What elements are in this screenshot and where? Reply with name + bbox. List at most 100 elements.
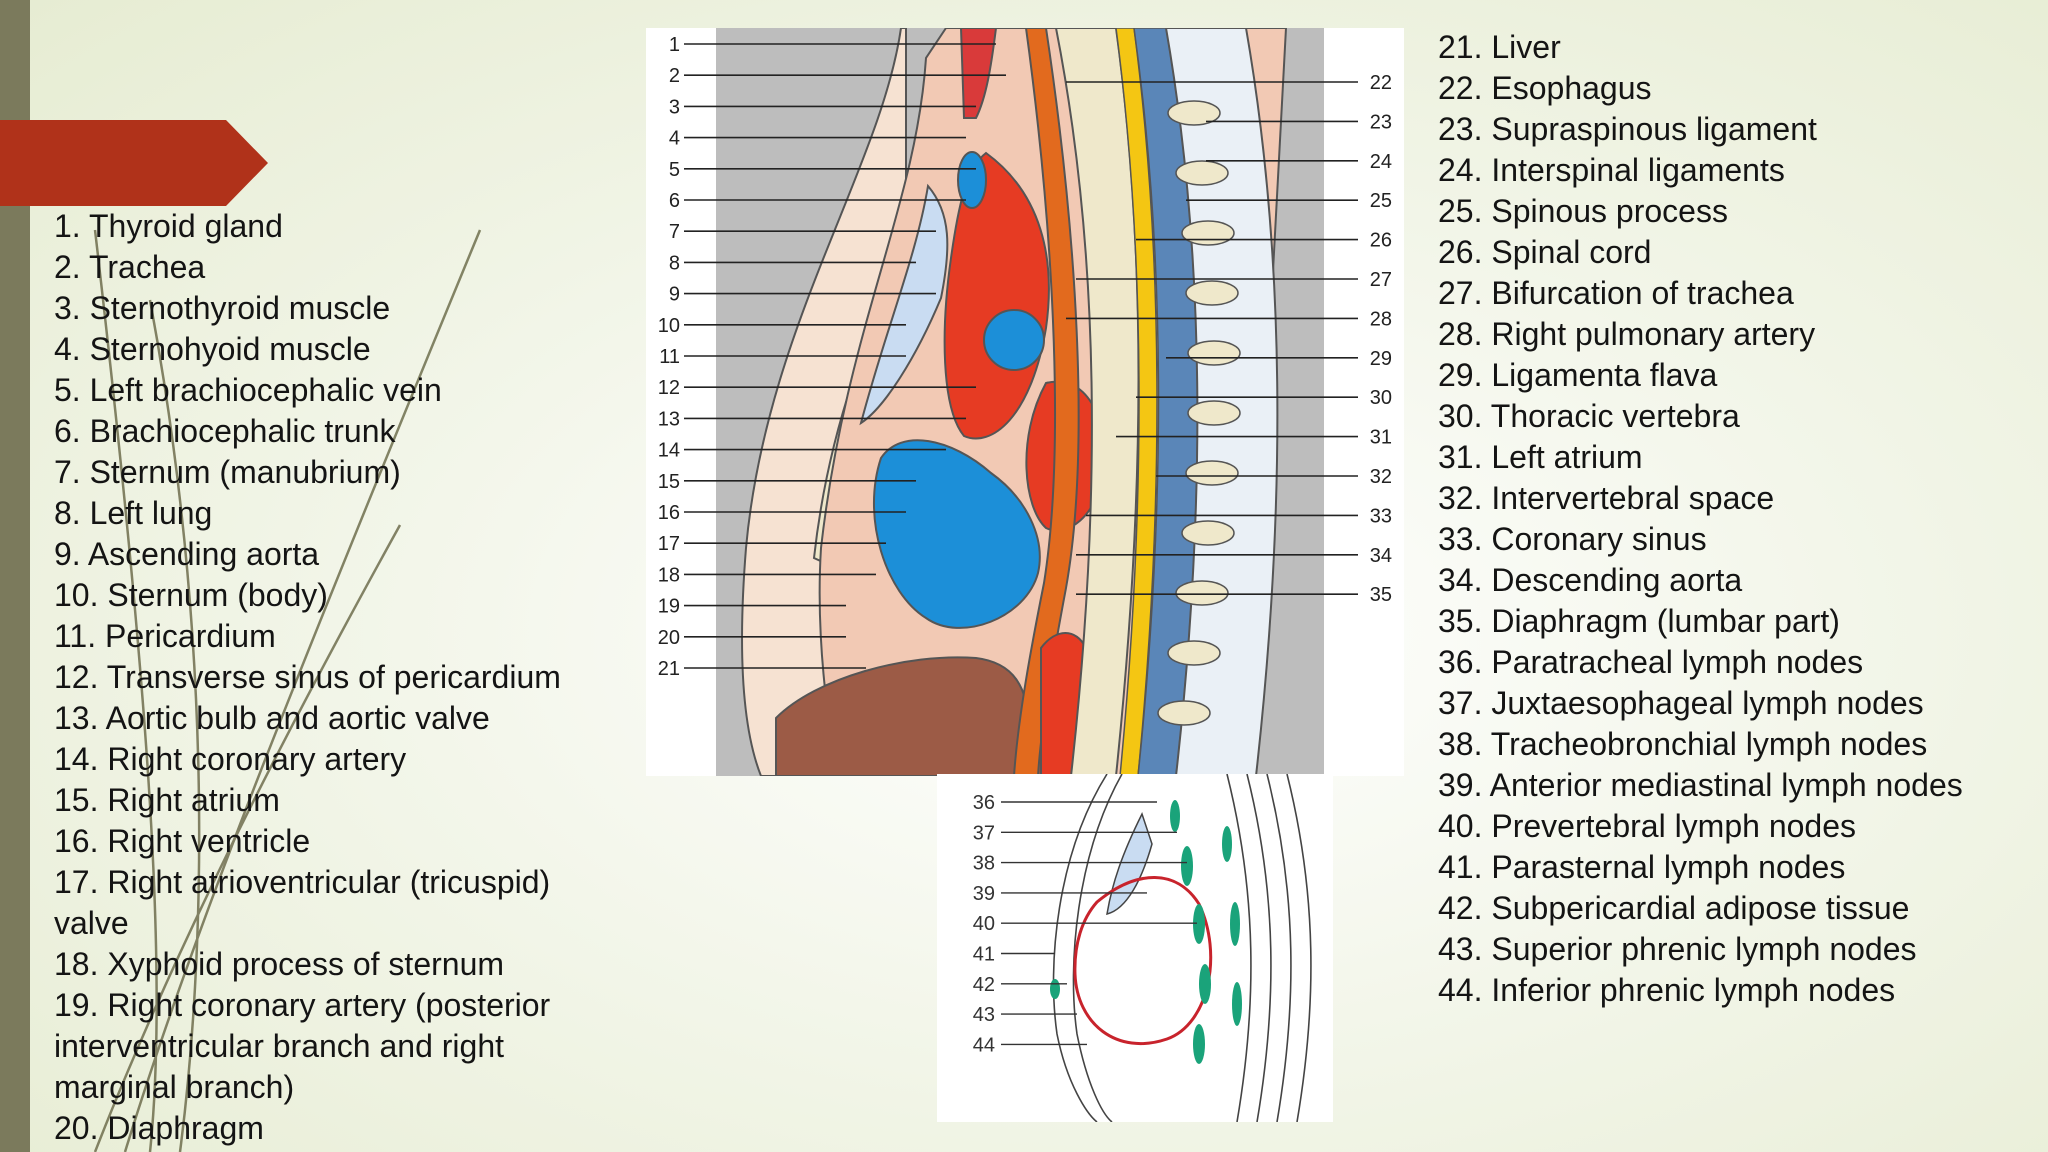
spinous-process <box>1185 460 1239 486</box>
legend-right-item: 40. Prevertebral lymph nodes <box>1438 808 1856 844</box>
legend-right-item: 29. Ligamenta flava <box>1438 357 1718 393</box>
inset-outline <box>1052 774 1108 1122</box>
legend-right-item: 39. Anterior mediastinal lymph nodes <box>1438 767 1963 803</box>
spinous-process <box>1187 340 1241 366</box>
spinous-process <box>1167 640 1221 666</box>
figure-label-number: 7 <box>669 221 680 243</box>
legend-right-item: 43. Superior phrenic lymph nodes <box>1438 931 1917 967</box>
figure-label-number: 34 <box>1370 545 1392 567</box>
figure-label-number: 38 <box>973 853 995 875</box>
legend-left-item: 10. Sternum (body) <box>54 577 328 613</box>
inset-pericardium <box>1073 876 1213 1045</box>
figure-label-number: 17 <box>658 533 680 555</box>
figure-label-number: 22 <box>1370 72 1392 94</box>
spinous-process <box>1157 700 1211 726</box>
legend-right-item: 32. Intervertebral space <box>1438 480 1775 516</box>
accent-arrow-shape <box>0 120 268 206</box>
figure-label-number: 37 <box>973 822 995 844</box>
legend-right-item: 31. Left atrium <box>1438 439 1643 475</box>
figure-label-number: 16 <box>658 502 680 524</box>
legend-right-item: 34. Descending aorta <box>1438 562 1743 598</box>
figure-label-number: 3 <box>669 96 680 118</box>
figure-label-number: 33 <box>1370 505 1392 527</box>
legend-left-item: 9. Ascending aorta <box>54 536 320 572</box>
legend-left-item: 12. Transverse sinus of pericardium <box>54 659 561 695</box>
legend-left-item: 20. Diaphragm <box>54 1110 264 1146</box>
lymph-node-chain <box>1193 904 1205 944</box>
legend-right-item: 27. Bifurcation of trachea <box>1438 275 1794 311</box>
figure-label-number: 32 <box>1370 466 1392 488</box>
esophagus-descending-aorta <box>1012 28 1080 776</box>
figure-label-number: 40 <box>973 913 995 935</box>
figure-label-number: 25 <box>1370 190 1392 212</box>
inset-vertebra-line <box>1246 774 1272 1122</box>
figure-label-number: 13 <box>658 408 680 430</box>
spinous-process <box>1175 580 1229 606</box>
legend-right-item: 41. Parasternal lymph nodes <box>1438 849 1846 885</box>
legend-left-item: 15. Right atrium <box>54 782 280 818</box>
legend-left-item: 4. Sternohyoid muscle <box>54 331 371 367</box>
legend-right-item: 37. Juxtaesophageal lymph nodes <box>1438 685 1924 721</box>
figure-label-number: 28 <box>1370 308 1392 330</box>
left-brachiocephalic-vein <box>957 151 987 209</box>
figure-label-number: 2 <box>669 65 680 87</box>
figure-label-number: 12 <box>658 377 680 399</box>
legend-left-item: 1. Thyroid gland <box>54 208 283 244</box>
figure-label-number: 43 <box>973 1004 995 1026</box>
legend-left-item: 18. Xyphoid process of sternum <box>54 946 505 982</box>
legend-right-item: 30. Thoracic vertebra <box>1438 398 1740 434</box>
legend-right-item: 26. Spinal cord <box>1438 234 1652 270</box>
legend-right-item: 42. Subpericardial adipose tissue <box>1438 890 1910 926</box>
lymph-node-chain <box>1170 800 1180 832</box>
figure-label-number: 39 <box>973 883 995 905</box>
legend-right-item: 22. Esophagus <box>1438 70 1652 106</box>
legend-right-item: 24. Interspinal ligaments <box>1438 152 1785 188</box>
spinous-process <box>1167 100 1221 126</box>
legend-right-item: 25. Spinous process <box>1438 193 1728 229</box>
thyroid-trachea <box>959 28 998 119</box>
legend-left-item: 8. Left lung <box>54 495 213 531</box>
figure-label-number: 44 <box>973 1034 995 1056</box>
lymph-node-chain <box>1193 1024 1205 1064</box>
lymph-node-chain <box>1230 902 1240 946</box>
figure-label-number: 1 <box>669 34 680 56</box>
lymph-node-chain <box>1181 846 1193 886</box>
legend-left-item: 17. Right atrioventricular (tricuspid) v… <box>54 864 551 941</box>
figure-label-number: 6 <box>669 190 680 212</box>
legend-right-item: 38. Tracheobronchial lymph nodes <box>1438 726 1928 762</box>
figure-label-number: 26 <box>1370 230 1392 252</box>
legend-left-item: 13. Aortic bulb and aortic valve <box>54 700 490 736</box>
figure-label-number: 5 <box>669 159 680 181</box>
figure-label-number: 21 <box>658 658 680 680</box>
title-accent-tab <box>0 120 268 206</box>
right-heart-chambers <box>873 439 1041 629</box>
spinous-process <box>1175 160 1229 186</box>
legend-left-item: 14. Right coronary artery <box>54 741 407 777</box>
figure-label-number: 4 <box>669 128 680 150</box>
figure-label-number: 23 <box>1370 111 1392 133</box>
figure-label-number: 10 <box>658 315 680 337</box>
legend-left-item: 5. Left brachiocephalic vein <box>54 372 442 408</box>
legend-left-item: 3. Sternothyroid muscle <box>54 290 391 326</box>
left-lung <box>859 183 949 426</box>
legend-right-item: 35. Diaphragm (lumbar part) <box>1438 603 1840 639</box>
legend-right-item: 44. Inferior phrenic lymph nodes <box>1438 972 1896 1008</box>
legend-right-item: 33. Coronary sinus <box>1438 521 1707 557</box>
figure-label-number: 8 <box>669 252 680 274</box>
lymph-node-chain <box>1199 964 1211 1004</box>
inset-outline <box>1072 774 1123 1122</box>
lymph-node-chain <box>1222 826 1232 862</box>
lymph-node-chain <box>1232 982 1242 1026</box>
figure-label-number: 30 <box>1370 387 1392 409</box>
figure-label-number: 11 <box>659 346 680 368</box>
legend-left-item: 16. Right ventricle <box>54 823 311 859</box>
spinous-process <box>1181 220 1235 246</box>
legend-right-item: 28. Right pulmonary artery <box>1438 316 1816 352</box>
right-pulmonary-artery <box>983 309 1045 371</box>
figure-label-number: 15 <box>658 471 680 493</box>
figure-label-number: 42 <box>973 974 995 996</box>
spinous-process <box>1187 400 1241 426</box>
legend-right-item: 21. Liver <box>1438 29 1561 65</box>
